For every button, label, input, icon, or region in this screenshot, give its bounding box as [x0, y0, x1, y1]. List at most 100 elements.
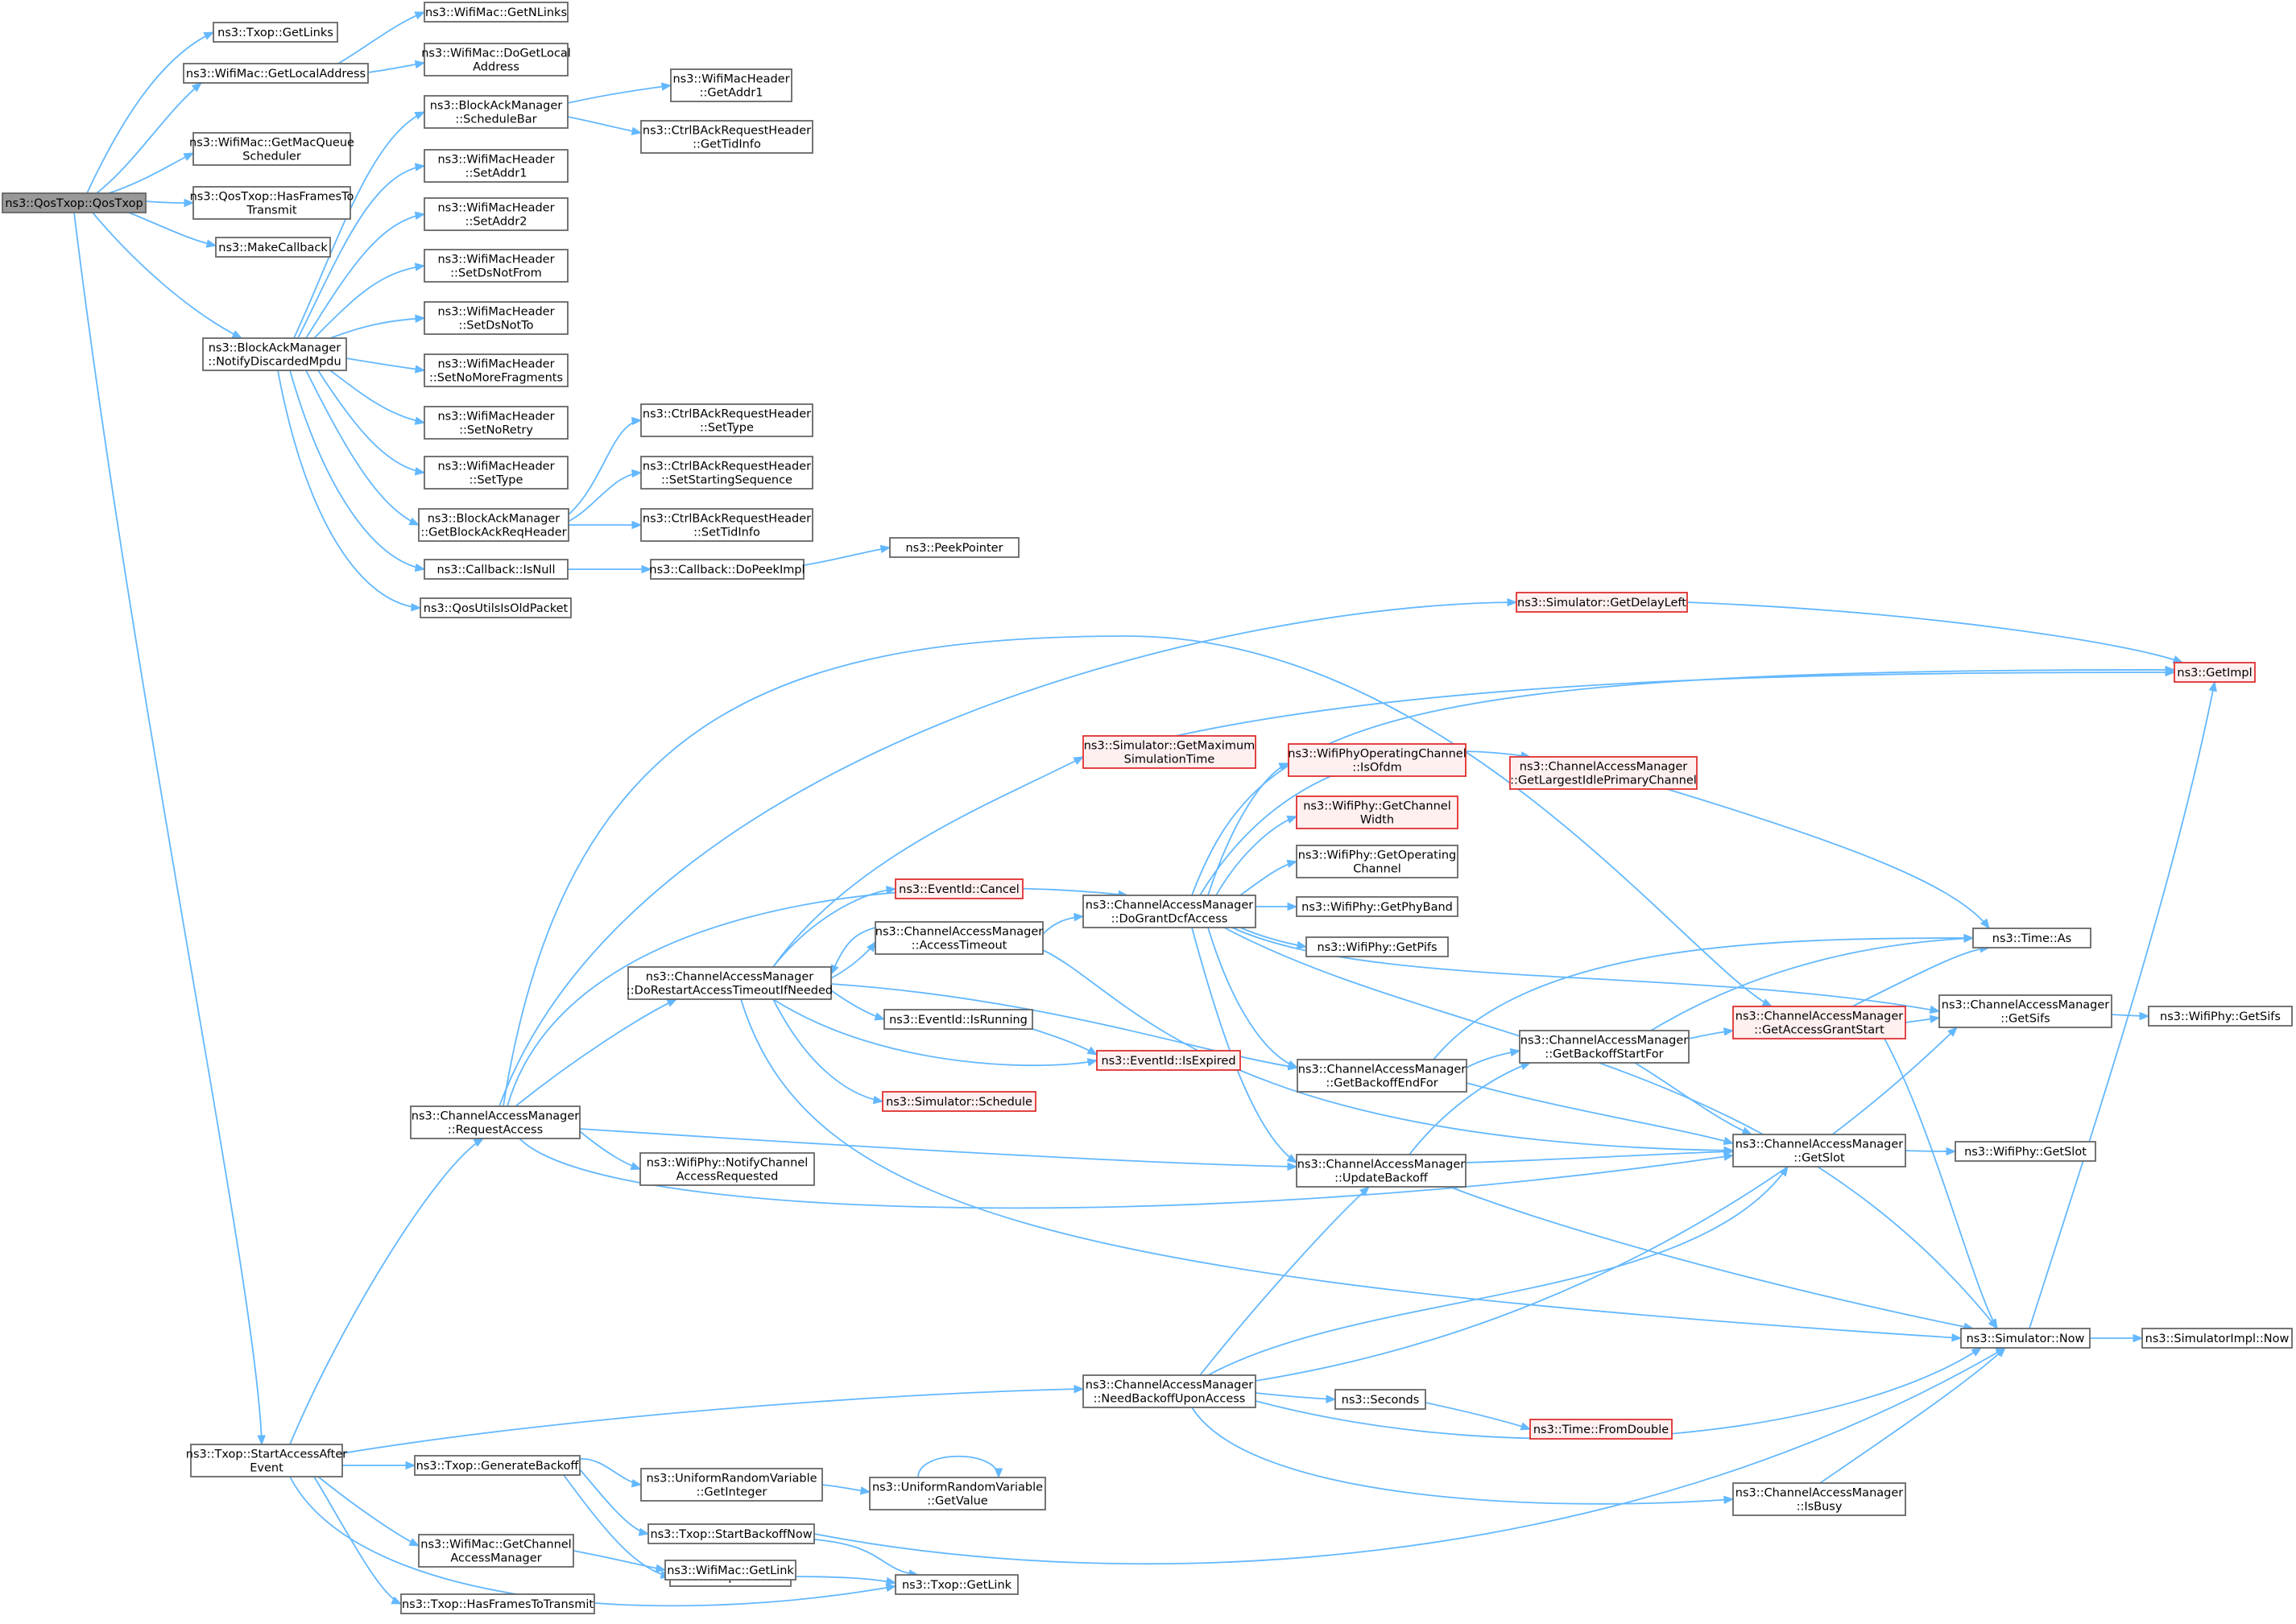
node-ns3-uniformrandomvariable-getvalue[interactable]: ns3::UniformRandomVariable::GetValue	[869, 1477, 1046, 1510]
node-box[interactable]	[190, 1444, 343, 1477]
node-box[interactable]	[424, 197, 569, 231]
node-box[interactable]	[400, 1593, 595, 1614]
node-box[interactable]	[1938, 994, 2112, 1028]
node-box[interactable]	[895, 878, 1024, 899]
node-box[interactable]	[875, 921, 1044, 955]
node-ns3-qosutilsisoldpacket[interactable]: ns3::QosUtilsIsOldPacket	[420, 597, 572, 618]
node-ns3-wifimacheader-settype[interactable]: ns3::WifiMacHeader::SetType	[424, 456, 569, 490]
node-box[interactable]	[1096, 1050, 1241, 1071]
node-box[interactable]	[424, 301, 569, 335]
node-box[interactable]	[1296, 896, 1458, 917]
node-box[interactable]	[183, 63, 369, 84]
node-ns3-channelaccessmanager-dorestartaccesstimeoutifneeded[interactable]: ns3::ChannelAccessManager::DoRestartAcce…	[627, 966, 833, 1000]
node-ns3-simulator-getdelayleft[interactable]: ns3::Simulator::GetDelayLeft	[1516, 592, 1688, 613]
node-ns3-txop-hasframestotransmit[interactable]: ns3::Txop::HasFramesToTransmit	[400, 1593, 595, 1614]
node-ns3-channelaccessmanager-getslot[interactable]: ns3::ChannelAccessManager::GetSlot	[1732, 1134, 1906, 1167]
node-box[interactable]	[424, 43, 569, 76]
node-ns3-wifimacheader-getaddr1[interactable]: ns3::WifiMacHeader::GetAddr1	[670, 68, 792, 102]
node-ns3-qostxop-qostxop[interactable]: ns3::QosTxop::QosTxop	[2, 192, 147, 213]
node-box[interactable]	[627, 966, 832, 1000]
node-ns3-time-fromdouble[interactable]: ns3::Time::FromDouble	[1529, 1419, 1673, 1440]
node-ns3-channelaccessmanager-requestaccess[interactable]: ns3::ChannelAccessManager::RequestAccess	[410, 1105, 581, 1139]
node-box[interactable]	[2174, 662, 2256, 683]
node-box[interactable]	[1972, 928, 2091, 948]
node-box[interactable]	[670, 68, 792, 102]
node-box[interactable]	[424, 456, 569, 490]
node-box[interactable]	[1732, 1006, 1906, 1039]
node-ns3-makecallback[interactable]: ns3::MakeCallback	[215, 237, 331, 258]
node-box[interactable]	[2, 192, 147, 213]
node-box[interactable]	[418, 508, 569, 542]
node-ns3-channelaccessmanager-needbackoffuponaccess[interactable]: ns3::ChannelAccessManager::NeedBackoffUp…	[1082, 1374, 1256, 1408]
node-box[interactable]	[418, 1534, 574, 1568]
node-ns3-wifimacheader-setnomorefragments[interactable]: ns3::WifiMacHeader::SetNoMoreFragments	[424, 353, 569, 387]
node-ns3-wifimac-getlocaladdress[interactable]: ns3::WifiMac::GetLocalAddress	[183, 63, 369, 84]
node-box[interactable]	[2148, 1006, 2293, 1027]
node-box[interactable]	[424, 149, 569, 183]
node-box[interactable]	[1960, 1328, 2091, 1349]
node-box[interactable]	[639, 1152, 815, 1186]
node-ns3-channelaccessmanager-dograntdcfaccess[interactable]: ns3::ChannelAccessManager::DoGrantDcfAcc…	[1082, 895, 1256, 928]
node-ns3-qostxop-hasframestotransmit[interactable]: ns3::QosTxop::HasFramesToTransmit	[190, 186, 354, 220]
node-box[interactable]	[420, 597, 572, 618]
node-ns3-getimpl[interactable]: ns3::GetImpl	[2174, 662, 2256, 683]
node-ns3-callback-isnull[interactable]: ns3::Callback::IsNull	[424, 559, 569, 580]
node-ns3-wifiphyoperatingchannel-isofdm[interactable]: ns3::WifiPhyOperatingChannel::IsOfdm	[1288, 743, 1467, 777]
node-box[interactable]	[192, 186, 351, 220]
node-ns3-wifiphy-getsifs[interactable]: ns3::WifiPhy::GetSifs	[2148, 1006, 2293, 1027]
node-box[interactable]	[1082, 895, 1256, 928]
node-box[interactable]	[640, 508, 813, 542]
node-ns3-channelaccessmanager-updatebackoff[interactable]: ns3::ChannelAccessManager::UpdateBackoff	[1296, 1154, 1467, 1188]
node-ns3-wifimacheader-setnoretry[interactable]: ns3::WifiMacHeader::SetNoRetry	[424, 406, 569, 440]
node-box[interactable]	[424, 353, 569, 387]
node-box[interactable]	[640, 456, 813, 490]
node-ns3-wifiphy-getphyband[interactable]: ns3::WifiPhy::GetPhyBand	[1296, 896, 1458, 917]
node-ns3-uniformrandomvariable-getinteger[interactable]: ns3::UniformRandomVariable::GetInteger	[640, 1468, 823, 1502]
node-box[interactable]	[1334, 1389, 1426, 1410]
node-ns3-channelaccessmanager-isbusy[interactable]: ns3::ChannelAccessManager::IsBusy	[1732, 1482, 1906, 1516]
node-box[interactable]	[424, 95, 569, 129]
node-box[interactable]	[213, 22, 338, 43]
node-box[interactable]	[1516, 592, 1688, 613]
node-ns3-wifimacheader-setaddr1[interactable]: ns3::WifiMacHeader::SetAddr1	[424, 149, 569, 183]
node-ns3-time-as[interactable]: ns3::Time::As	[1972, 928, 2091, 948]
node-box[interactable]	[424, 2, 569, 23]
node-box[interactable]	[215, 237, 331, 258]
node-box[interactable]	[410, 1105, 581, 1139]
node-box[interactable]	[424, 249, 569, 283]
node-ns3-simulator-schedule[interactable]: ns3::Simulator::Schedule	[882, 1091, 1036, 1112]
node-ns3-channelaccessmanager-accesstimeout[interactable]: ns3::ChannelAccessManager::AccessTimeout	[875, 921, 1044, 955]
node-ns3-blockackmanager-notifydiscardedmpdu[interactable]: ns3::BlockAckManager::NotifyDiscardedMpd…	[202, 337, 347, 371]
node-box[interactable]	[889, 537, 1020, 558]
node-ns3-seconds[interactable]: ns3::Seconds	[1334, 1389, 1426, 1410]
node-ns3-wifimac-getnlinks[interactable]: ns3::WifiMac::GetNLinks	[424, 2, 569, 23]
node-box[interactable]	[2141, 1328, 2293, 1349]
node-ns3-simulatorimpl-now[interactable]: ns3::SimulatorImpl::Now	[2141, 1328, 2293, 1349]
node-box[interactable]	[640, 1468, 823, 1502]
node-box[interactable]	[192, 132, 351, 166]
node-ns3-peekpointer[interactable]: ns3::PeekPointer	[889, 537, 1020, 558]
node-box[interactable]	[202, 337, 347, 371]
node-box[interactable]	[1296, 795, 1458, 829]
node-box[interactable]	[640, 403, 813, 437]
node-ns3-blockackmanager-schedulebar[interactable]: ns3::BlockAckManager::ScheduleBar	[424, 95, 569, 129]
node-ns3-channelaccessmanager-getbackoffstartfor[interactable]: ns3::ChannelAccessManager::GetBackoffSta…	[1519, 1030, 1690, 1064]
node-ns3-eventid-cancel[interactable]: ns3::EventId::Cancel	[895, 878, 1024, 899]
node-ns3-txop-generatebackoff[interactable]: ns3::Txop::GenerateBackoff	[414, 1455, 581, 1476]
node-box[interactable]	[1509, 756, 1698, 790]
node-ns3-wifimacheader-setdsnotfrom[interactable]: ns3::WifiMacHeader::SetDsNotFrom	[424, 249, 569, 283]
node-box[interactable]	[883, 1009, 1033, 1030]
node-box[interactable]	[1082, 735, 1256, 769]
node-ns3-eventid-isexpired[interactable]: ns3::EventId::IsExpired	[1096, 1050, 1241, 1071]
node-ns3-wifiphy-getslot[interactable]: ns3::WifiPhy::GetSlot	[1955, 1141, 2096, 1162]
node-ns3-wifimacheader-setaddr2[interactable]: ns3::WifiMacHeader::SetAddr2	[424, 197, 569, 231]
node-box[interactable]	[1296, 1154, 1467, 1188]
node-box[interactable]	[882, 1091, 1036, 1112]
node-box[interactable]	[1288, 743, 1467, 777]
